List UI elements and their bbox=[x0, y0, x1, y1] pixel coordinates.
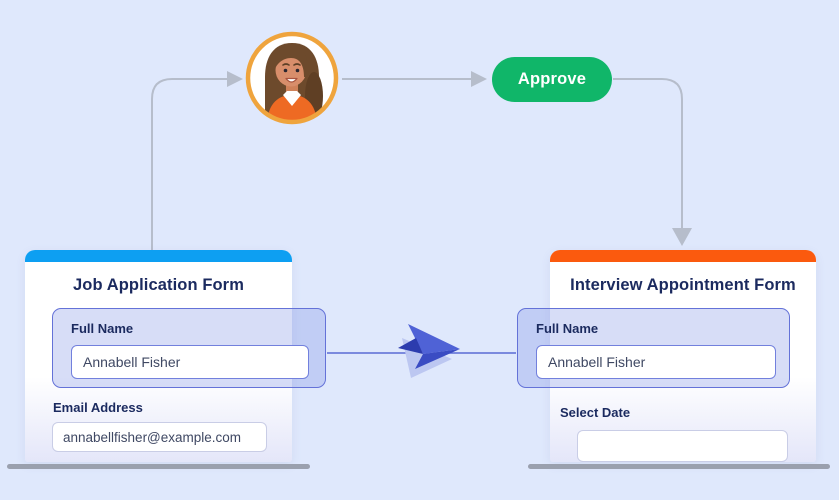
connector-card-to-avatar bbox=[151, 78, 227, 250]
form-title: Interview Appointment Form bbox=[570, 276, 796, 294]
laptop-base-bar bbox=[528, 464, 830, 469]
woman-avatar-icon bbox=[245, 31, 339, 125]
approve-button[interactable]: Approve bbox=[492, 57, 612, 102]
card-accent-bar-blue bbox=[25, 250, 292, 262]
arrowhead-right-icon bbox=[227, 71, 243, 87]
laptop-base-bar bbox=[7, 464, 310, 469]
connector-approve-to-card bbox=[613, 78, 683, 228]
reviewer-avatar bbox=[244, 30, 340, 126]
select-date-input[interactable] bbox=[577, 430, 788, 462]
arrowhead-right-icon bbox=[471, 71, 487, 87]
full-name-input[interactable] bbox=[71, 345, 309, 379]
form-title: Job Application Form bbox=[73, 276, 244, 294]
select-date-label: Select Date bbox=[560, 405, 631, 420]
full-name-label: Full Name bbox=[536, 321, 599, 336]
paper-plane-icon bbox=[398, 324, 460, 378]
card-accent-bar-orange bbox=[550, 250, 816, 262]
full-name-highlight-left: Full Name bbox=[52, 308, 326, 388]
full-name-input[interactable] bbox=[536, 345, 776, 379]
email-label: Email Address bbox=[53, 400, 143, 415]
arrowhead-down-icon bbox=[672, 228, 692, 246]
full-name-label: Full Name bbox=[71, 321, 134, 336]
email-input[interactable] bbox=[52, 422, 267, 452]
full-name-highlight-right: Full Name bbox=[517, 308, 790, 388]
